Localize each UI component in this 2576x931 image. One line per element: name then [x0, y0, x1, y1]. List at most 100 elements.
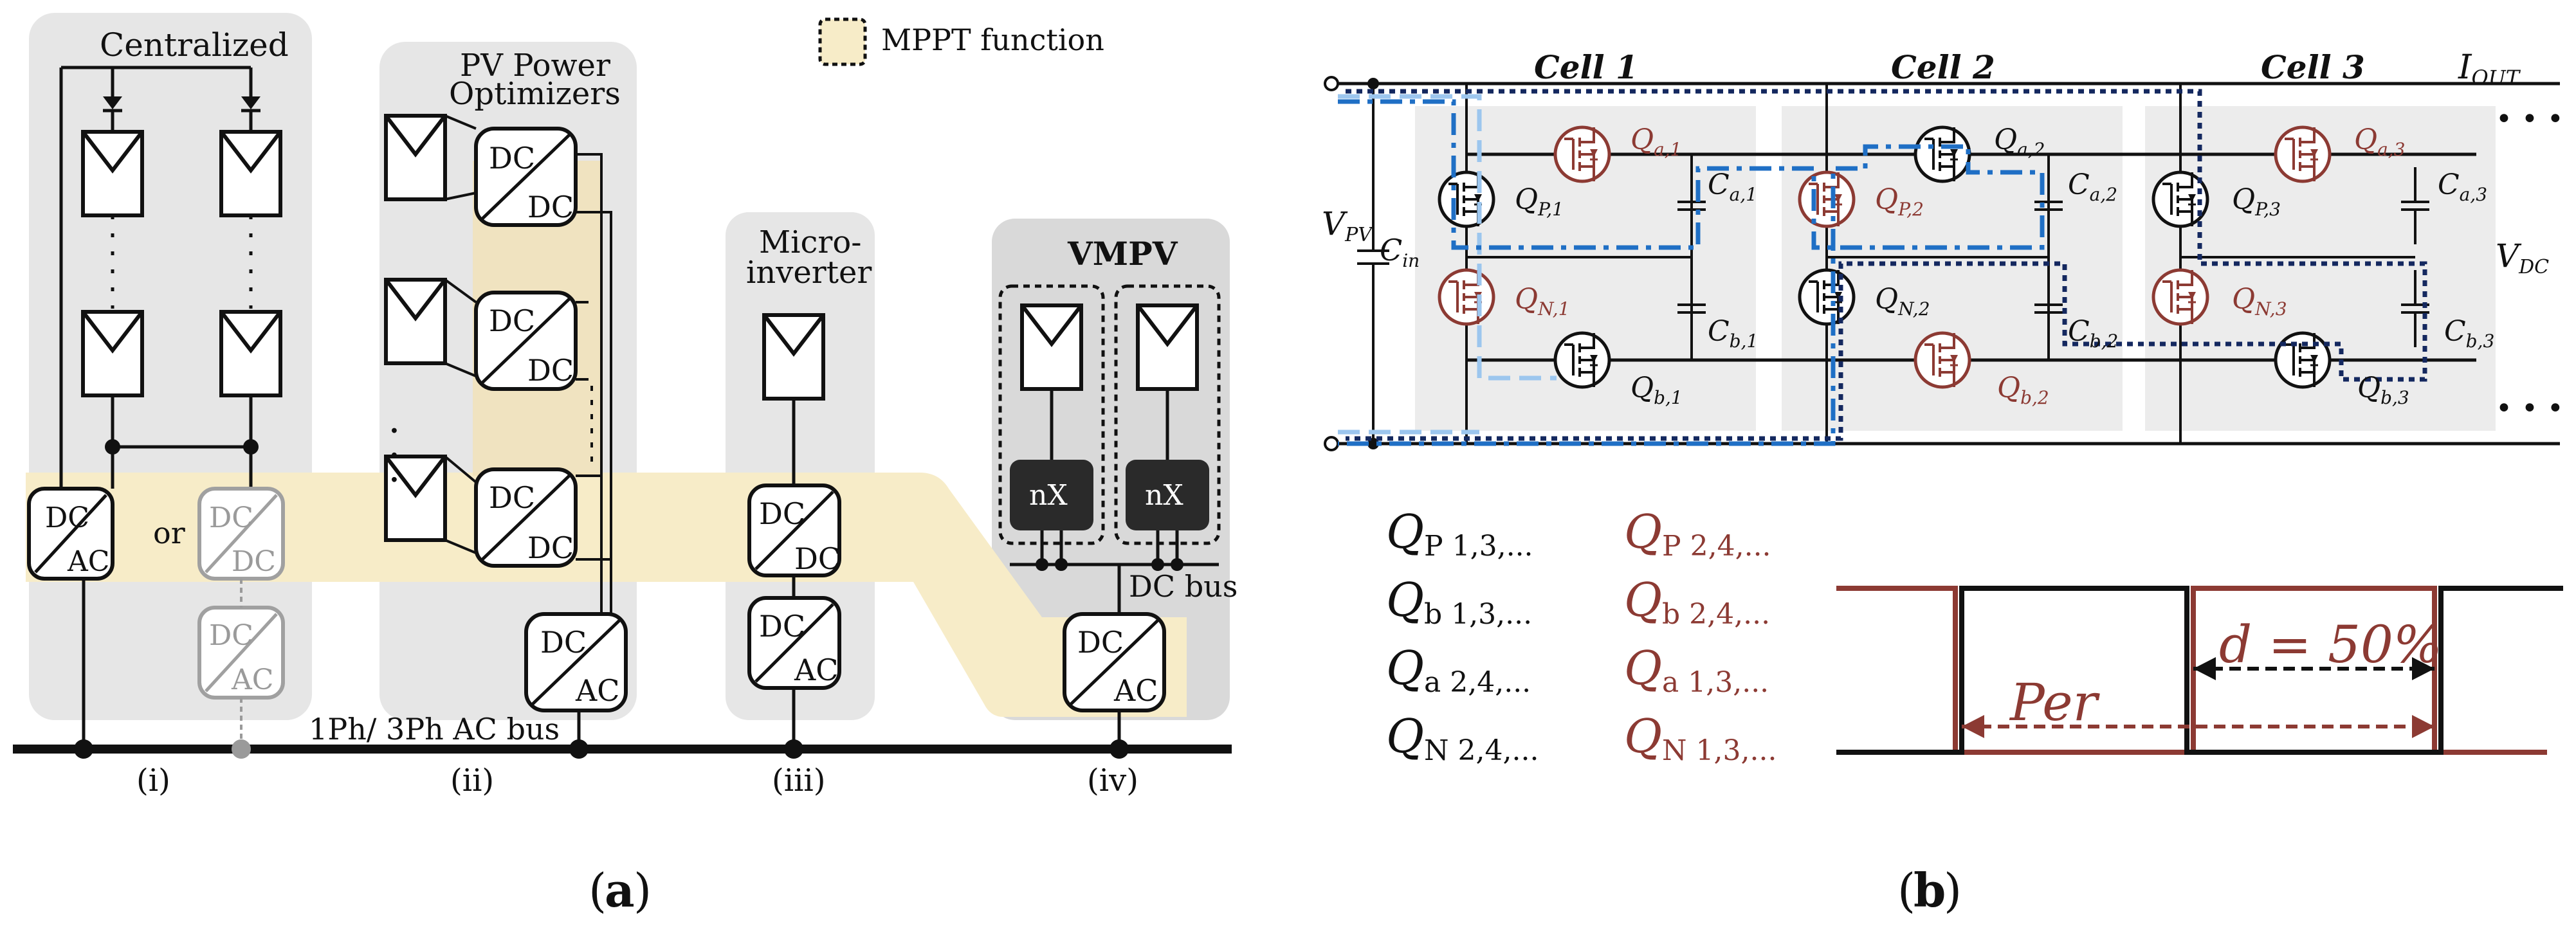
- optimizers-title-1: PV Power: [460, 48, 610, 84]
- black-group-4: QN 2,4,...: [1386, 709, 1539, 767]
- v-dc-label: VDC: [2496, 237, 2549, 278]
- svg-text:DC: DC: [527, 353, 574, 388]
- or-label: or: [153, 516, 185, 550]
- svg-text:DC: DC: [794, 541, 841, 576]
- qb1-label: Qb,1: [1631, 372, 1683, 408]
- label-i: (i): [136, 763, 170, 799]
- svg-text:DC: DC: [45, 502, 89, 534]
- period-label: Per: [2009, 673, 2101, 732]
- svg-text:AC: AC: [575, 673, 619, 708]
- qb3-label: Qb,3: [2357, 372, 2409, 408]
- svg-text:DC: DC: [232, 545, 276, 578]
- ellipsis-top: • • •: [2496, 103, 2564, 136]
- svg-text:DC: DC: [209, 502, 253, 534]
- label-iii: (iii): [772, 763, 826, 799]
- qn2-icon: [1800, 270, 1854, 324]
- duty-label: d = 50%: [2219, 615, 2442, 674]
- qn3-label: QN,3: [2232, 283, 2287, 320]
- mppt-legend-swatch: [818, 17, 867, 66]
- red-group-3: Qa 1,3,...: [1624, 641, 1769, 699]
- cell-1-title: Cell 1: [1534, 48, 1638, 86]
- cb2-label: Cb,2: [2068, 315, 2118, 352]
- c-in-label: Cin: [1380, 233, 1420, 271]
- label-iv: (iv): [1087, 763, 1138, 799]
- nx-block-1: [1010, 460, 1093, 530]
- vmpv-sub-2: [1114, 284, 1221, 545]
- mppt-legend-label: MPPT function: [881, 23, 1104, 57]
- ellipsis-bottom: • • •: [2496, 392, 2564, 425]
- qa3-label: Qa,3: [2354, 123, 2406, 160]
- svg-text:DC: DC: [209, 619, 253, 652]
- panel-a: MPPT function Centralized PV Power Optim…: [13, 13, 1238, 917]
- qp2-label: QP,2: [1875, 183, 1924, 220]
- black-group-2: Qb 1,3,...: [1386, 573, 1532, 631]
- qa1-label: Qa,1: [1631, 123, 1682, 160]
- qn2-label: QN,2: [1875, 283, 1930, 320]
- svg-text:DC: DC: [759, 609, 805, 644]
- micro-title-1: Micro-: [759, 224, 861, 260]
- qn1-label: QN,1: [1515, 283, 1570, 320]
- qp1-icon: [1439, 172, 1494, 226]
- qb2-icon: [1915, 333, 1969, 387]
- red-group-4: QN 1,3,...: [1624, 709, 1777, 767]
- svg-text:DC: DC: [489, 141, 535, 176]
- ca3-label: Ca,3: [2438, 168, 2487, 205]
- optimizer-strings: . . .: [383, 116, 477, 554]
- qb3-icon: [2276, 333, 2330, 387]
- qa2-label: Qa,2: [1994, 123, 2045, 160]
- qp1-label: QP,1: [1515, 183, 1564, 220]
- svg-text:AC: AC: [231, 664, 273, 696]
- caption-a-letter: a: [605, 863, 635, 917]
- svg-text:DC: DC: [527, 530, 574, 565]
- vmpv-sub-1: [998, 284, 1105, 545]
- qp3-label: QP,3: [2232, 183, 2281, 220]
- red-group-1: QP 2,4,...: [1624, 505, 1771, 563]
- svg-text:. . .: . . .: [383, 424, 428, 485]
- svg-text:AC: AC: [1113, 673, 1158, 708]
- cell-3-title: Cell 3: [2261, 48, 2365, 86]
- centralized-strings: [59, 66, 280, 489]
- optimizers-title-2: Optimizers: [449, 76, 621, 112]
- black-group-3: Qa 2,4,...: [1386, 641, 1531, 699]
- svg-text:DC: DC: [540, 625, 587, 660]
- path-blue: [1338, 99, 2045, 446]
- svg-text:DC: DC: [759, 496, 805, 531]
- centralized-title: Centralized: [100, 26, 289, 64]
- qp2-icon: [1800, 172, 1854, 226]
- qb2-label: Qb,2: [1997, 372, 2049, 408]
- qn3-icon: [2153, 270, 2207, 324]
- i-out-label: IOUT: [2458, 48, 2521, 90]
- black-group-1: QP 1,3,...: [1386, 505, 1533, 563]
- caption-b-close: ): [1944, 863, 1962, 917]
- ac-bus-label: 1Ph/ 3Ph AC bus: [309, 712, 560, 746]
- path-light-blue: [1338, 94, 1557, 381]
- svg-text:DC: DC: [1077, 625, 1124, 660]
- v-pv-label: VPV: [1322, 205, 1374, 246]
- path-navy: [1346, 89, 2427, 441]
- svg-text:DC: DC: [489, 480, 535, 515]
- caption-a-open: (: [589, 863, 607, 917]
- qa3-icon: [2276, 127, 2330, 181]
- caption-b-letter: b: [1914, 863, 1946, 917]
- svg-text:AC: AC: [794, 653, 838, 687]
- qa1-icon: [1555, 127, 1609, 181]
- cb1-label: Cb,1: [1708, 315, 1758, 352]
- qa2-icon: [1915, 127, 1969, 181]
- svg-text:DC: DC: [527, 190, 574, 224]
- svg-text:DC: DC: [489, 303, 535, 338]
- svg-text:AC: AC: [67, 545, 109, 578]
- svg-text:nX: nX: [1145, 479, 1183, 512]
- cb3-label: Cb,3: [2444, 315, 2494, 352]
- panel-b: Cell 1 Cell 2 Cell 3 IOUT • • • • • • VP…: [1322, 48, 2564, 917]
- qn1-icon: [1439, 270, 1494, 324]
- red-group-2: Qb 2,4,...: [1624, 573, 1770, 631]
- micro-title-2: inverter: [746, 255, 872, 291]
- ca1-label: Ca,1: [1708, 168, 1757, 205]
- mppt-band: [26, 473, 1187, 717]
- caption-b-open: (: [1897, 863, 1915, 917]
- qb1-icon: [1555, 333, 1609, 387]
- label-ii: (ii): [450, 763, 494, 799]
- caption-a-close: ): [634, 863, 652, 917]
- cell-2-title: Cell 2: [1891, 48, 1995, 86]
